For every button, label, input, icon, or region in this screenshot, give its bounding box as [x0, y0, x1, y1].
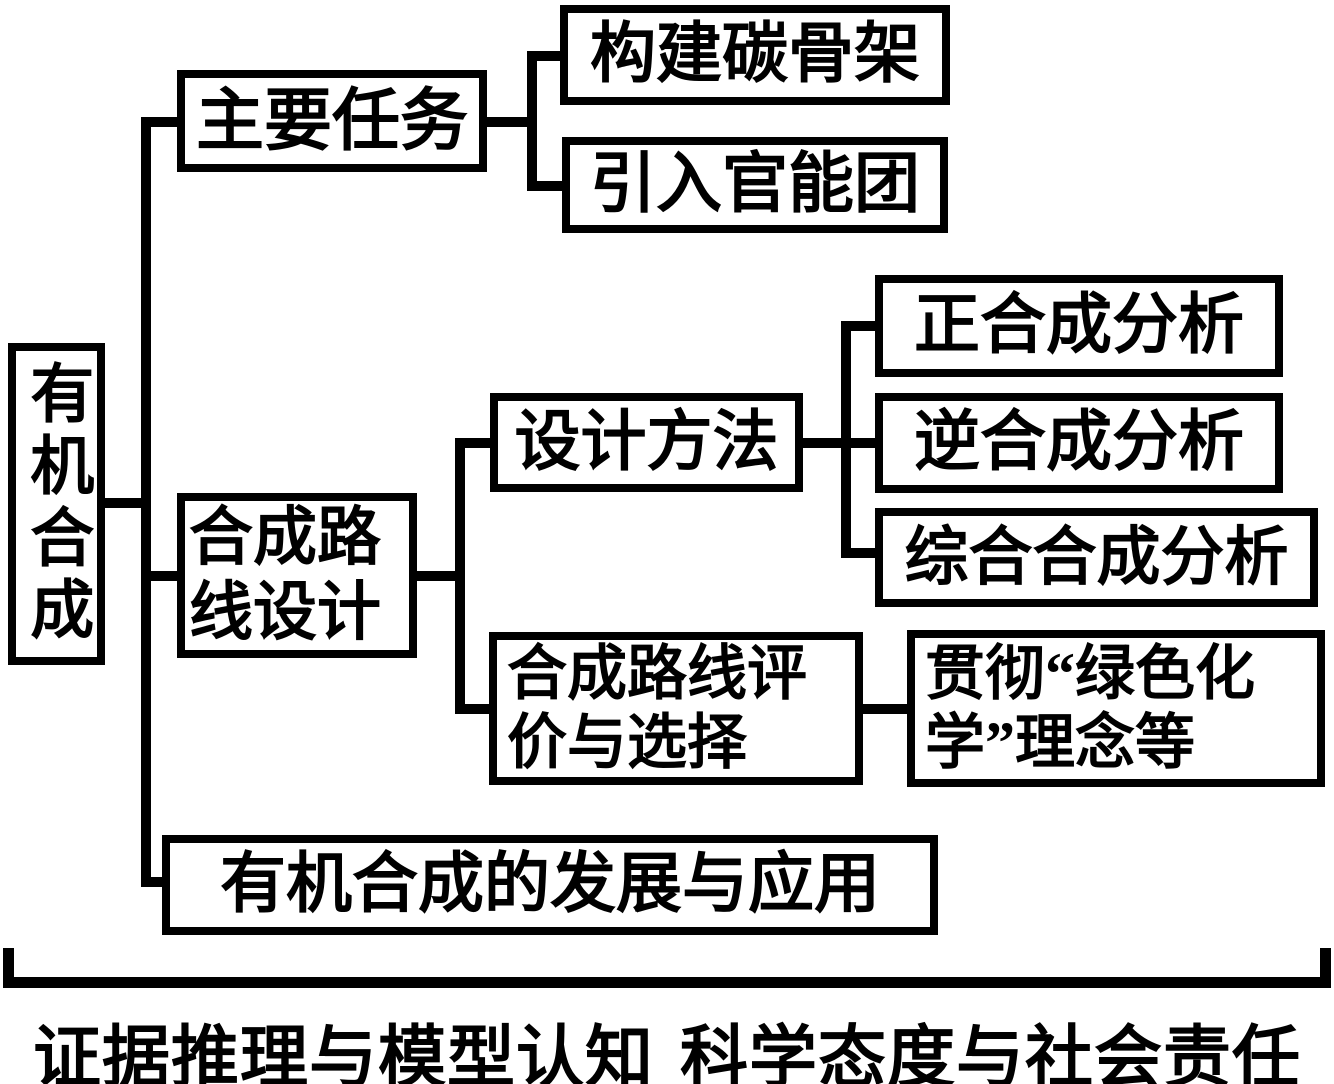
node-green-chemistry: 贯彻“绿色化学”理念等 [907, 630, 1325, 787]
connector-to-route-evaluation [465, 704, 489, 714]
connector-trunk-to-main-tasks [151, 117, 177, 127]
node-design-methods-label: 设计方法 [514, 405, 779, 479]
connector-to-retro-analysis [851, 438, 875, 448]
node-forward-synthesis-analysis-label: 正合成分析 [914, 289, 1244, 363]
node-root-label: 有机合成 [21, 360, 93, 648]
node-development-application: 有机合成的发展与应用 [162, 835, 938, 935]
bracket-left-tick [3, 948, 14, 988]
connector-root-to-trunk [105, 498, 141, 508]
connector-route-design-to-vbar [417, 571, 455, 581]
connector-trunk-to-route-design [151, 571, 177, 581]
footer-caption-scientific-attitude: 科学态度与社会责任 [680, 1020, 1302, 1084]
connector-main-tasks-vbar [527, 51, 537, 191]
bracket-right-tick [1320, 948, 1331, 988]
bracket-horizontal-bar [3, 977, 1331, 988]
connector-to-functional-groups [537, 181, 562, 191]
node-green-chemistry-label: 贯彻“绿色化学”理念等 [925, 640, 1255, 776]
connector-trunk-vertical [141, 117, 151, 887]
node-introduce-functional-groups: 引入官能团 [562, 137, 948, 233]
node-introduce-functional-groups-label: 引入官能团 [590, 148, 920, 222]
node-comprehensive-synthesis-analysis: 综合合成分析 [875, 508, 1318, 607]
node-development-application-label: 有机合成的发展与应用 [220, 848, 880, 922]
connector-to-build-skeleton [537, 51, 560, 61]
node-forward-synthesis-analysis: 正合成分析 [875, 275, 1283, 377]
connector-evaluation-to-green [863, 704, 907, 714]
node-route-design: 合成路线设计 [177, 493, 417, 658]
connector-design-methods-vbar [841, 321, 851, 558]
connector-to-forward-analysis [851, 321, 875, 331]
connector-to-design-methods [465, 438, 490, 448]
node-main-tasks: 主要任务 [177, 70, 487, 172]
connector-route-design-vbar [455, 438, 465, 714]
node-route-design-label: 合成路线设计 [189, 501, 381, 648]
footer-caption-evidence-reasoning: 证据推理与模型认知 [32, 1020, 654, 1084]
node-route-evaluation-label: 合成路线评价与选择 [507, 640, 807, 776]
node-route-evaluation: 合成路线评价与选择 [489, 632, 863, 785]
footer-caption: 证据推理与模型认知 科学态度与社会责任 [0, 1002, 1334, 1084]
node-root: 有机合成 [8, 343, 105, 665]
node-comprehensive-synthesis-analysis-label: 综合合成分析 [904, 521, 1289, 593]
node-build-carbon-skeleton: 构建碳骨架 [560, 5, 950, 105]
connector-design-methods-to-vbar [803, 438, 841, 448]
connector-to-comprehensive-analysis [851, 548, 875, 558]
connector-main-tasks-to-vbar [487, 117, 527, 127]
node-main-tasks-label: 主要任务 [195, 82, 468, 159]
node-retro-synthesis-analysis-label: 逆合成分析 [914, 406, 1244, 480]
node-design-methods: 设计方法 [490, 393, 803, 492]
node-build-carbon-skeleton-label: 构建碳骨架 [590, 18, 920, 92]
node-retro-synthesis-analysis: 逆合成分析 [875, 393, 1283, 493]
connector-trunk-to-development [151, 877, 162, 887]
